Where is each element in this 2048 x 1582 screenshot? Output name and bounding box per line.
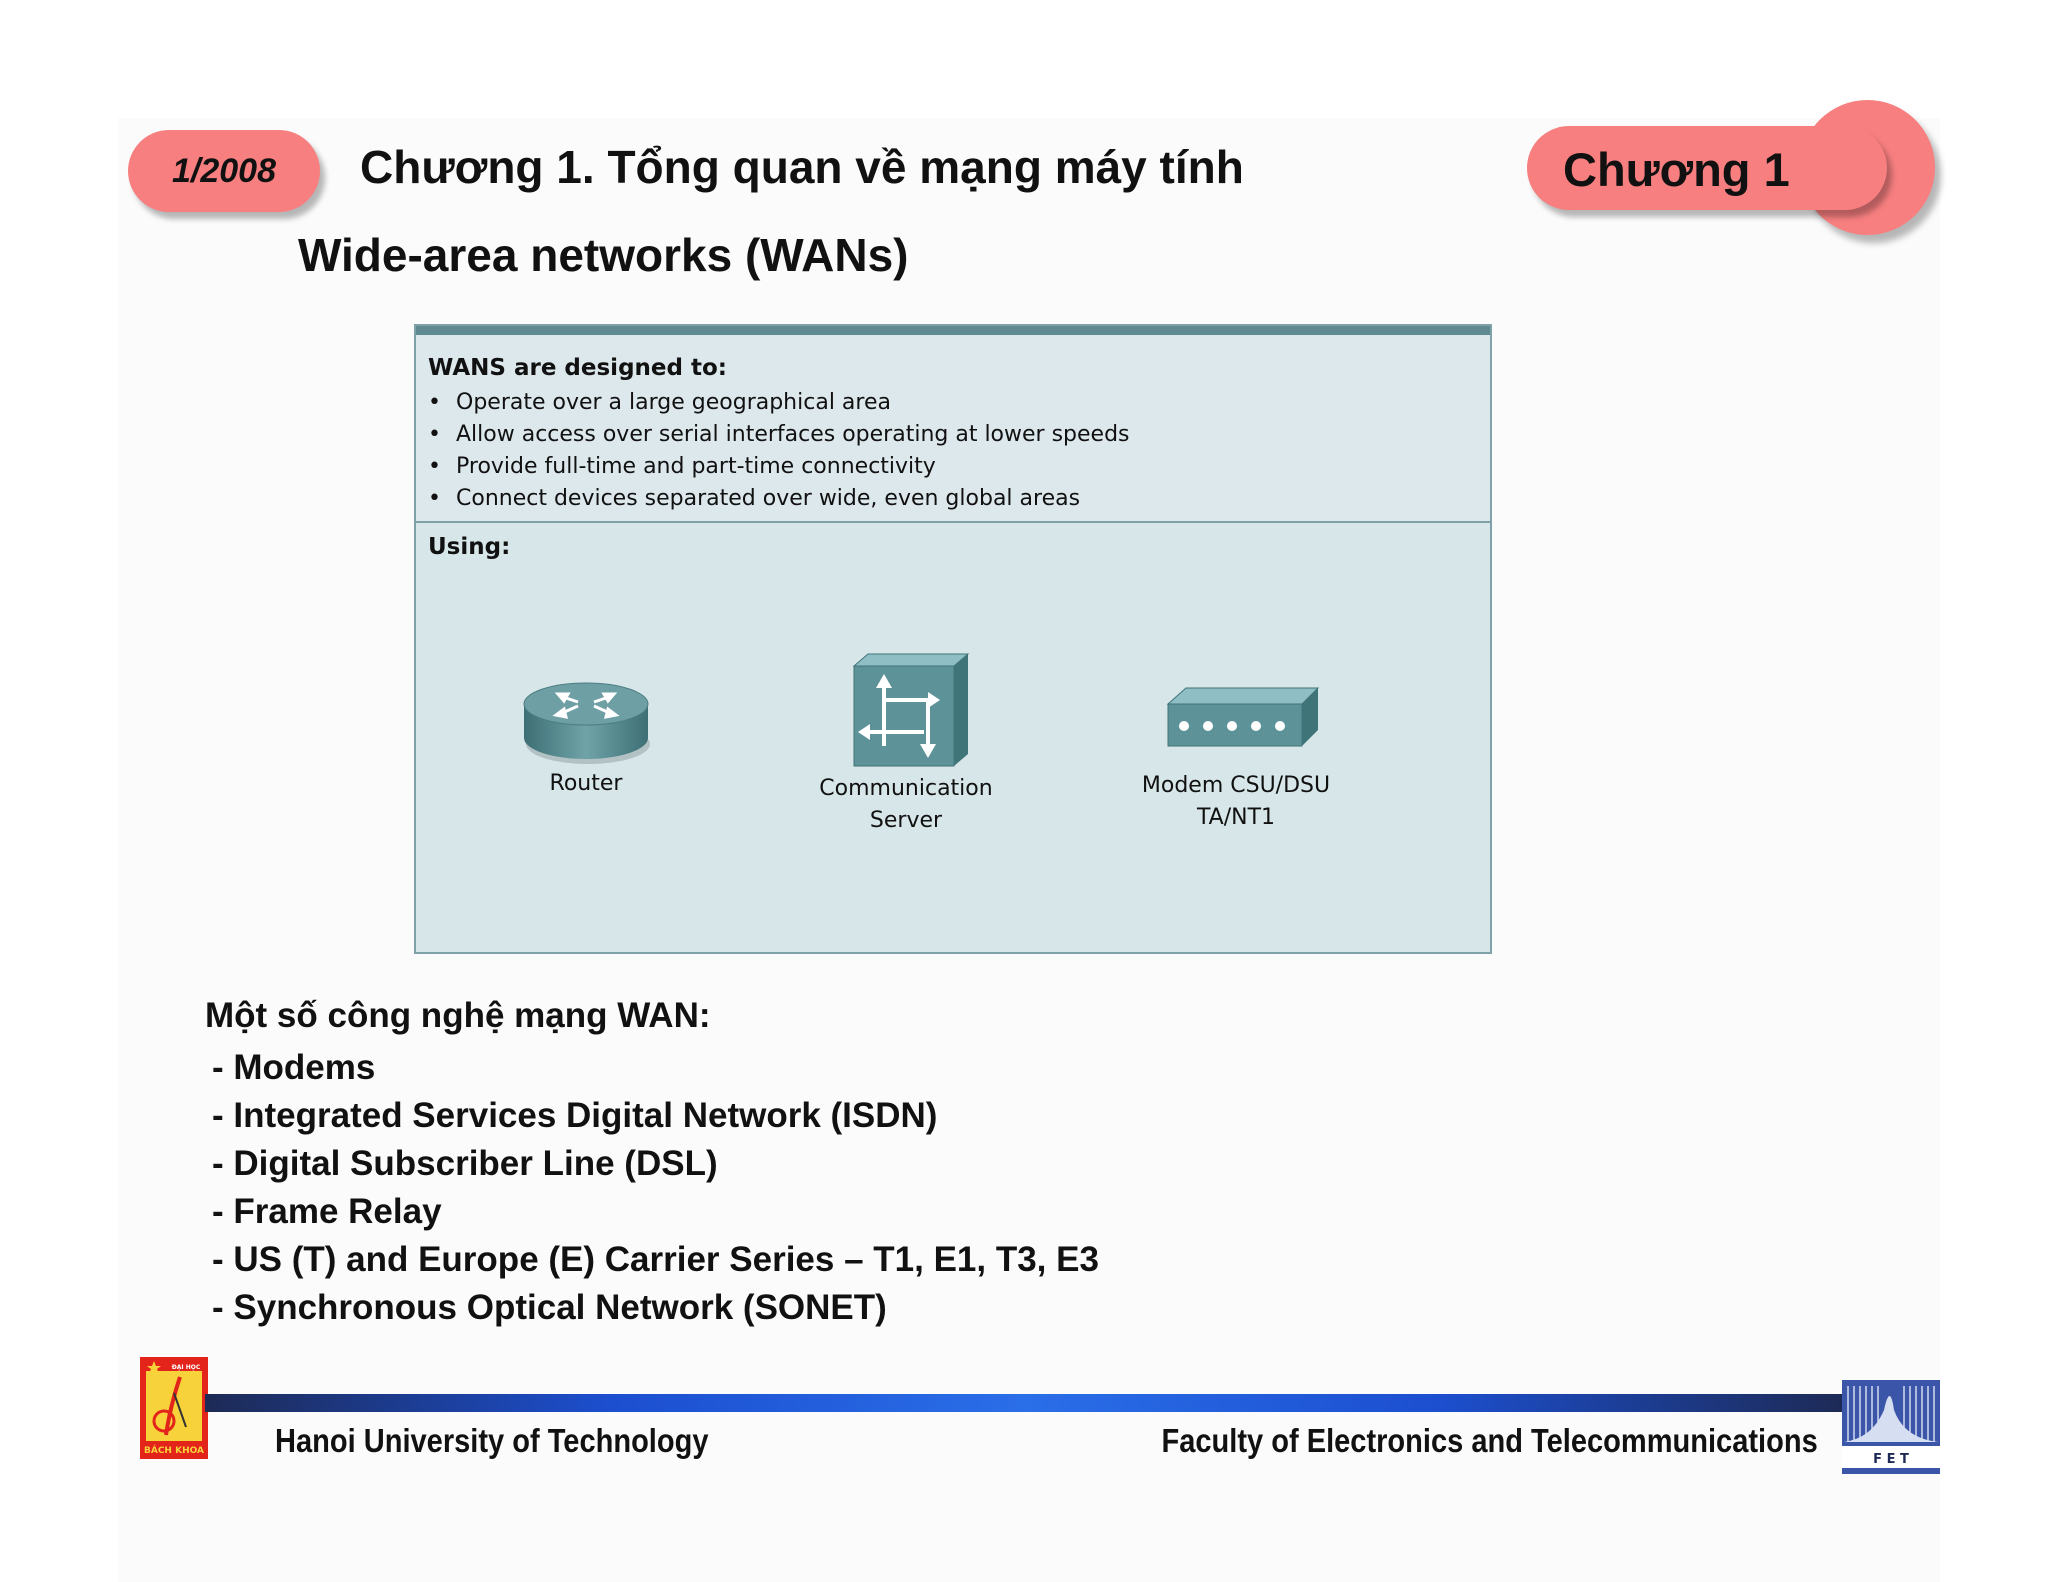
modem-icon — [1166, 687, 1320, 747]
device-communication-server: Communication Server — [816, 648, 996, 837]
tech-item: - Integrated Services Digital Network (I… — [212, 1096, 938, 1135]
communication-server-icon — [852, 653, 970, 767]
designed-list: •Operate over a large geographical area … — [428, 387, 1130, 515]
figure-top-bar — [416, 326, 1490, 335]
footer-university: Hanoi University of Technology — [275, 1422, 709, 1459]
date-text: 1/2008 — [172, 151, 276, 190]
tech-item: - Frame Relay — [212, 1192, 442, 1231]
logo-text-bottom: BÁCH KHOA — [144, 1444, 204, 1456]
section-title: Wide-area networks (WANs) — [298, 229, 909, 281]
wan-figure: WANS are designed to: •Operate over a la… — [414, 324, 1492, 954]
device-modem: Modem CSU/DSU TA/NT1 — [1136, 670, 1336, 834]
device-label: Modem CSU/DSU TA/NT1 — [1141, 773, 1331, 830]
designed-item: •Connect devices separated over wide, ev… — [428, 486, 1081, 511]
device-label: Router — [549, 771, 623, 796]
designed-panel: WANS are designed to: •Operate over a la… — [416, 335, 1490, 523]
chapter-badge — [1527, 126, 1887, 210]
logo-text-top: ĐẠI HỌC — [172, 1364, 201, 1371]
footer-rule — [205, 1394, 1845, 1412]
tech-item: - Synchronous Optical Network (SONET) — [212, 1288, 887, 1327]
router-icon — [523, 682, 650, 764]
designed-item: •Allow access over serial interfaces ope… — [428, 422, 1130, 447]
designed-item: •Provide full-time and part-time connect… — [428, 454, 936, 479]
designed-heading: WANS are designed to: — [428, 355, 727, 381]
tech-heading: Một số công nghệ mạng WAN: — [205, 996, 711, 1035]
tech-list: - Modems - Integrated Services Digital N… — [212, 1044, 1099, 1332]
designed-item: •Operate over a large geographical area — [428, 390, 891, 415]
fet-logo-text: F E T — [1873, 1452, 1909, 1467]
date-badge: 1/2008 — [128, 130, 320, 212]
device-router: Router — [506, 668, 666, 800]
faculty-logo: F E T — [1842, 1380, 1940, 1474]
tech-item: - Digital Subscriber Line (DSL) — [212, 1144, 718, 1183]
using-heading: Using: — [428, 534, 511, 560]
chapter-badge-label: Chương 1 — [1563, 143, 1790, 196]
tech-item: - US (T) and Europe (E) Carrier Series –… — [212, 1240, 1099, 1279]
tech-item: - Modems — [212, 1048, 376, 1087]
chapter-title: Chương 1. Tổng quan về mạng máy tính — [360, 141, 1244, 193]
university-logo: ĐẠI HỌC BÁCH KHOA — [140, 1357, 208, 1459]
footer-faculty: Faculty of Electronics and Telecommunica… — [1161, 1422, 1818, 1459]
device-label: Communication Server — [819, 776, 993, 833]
